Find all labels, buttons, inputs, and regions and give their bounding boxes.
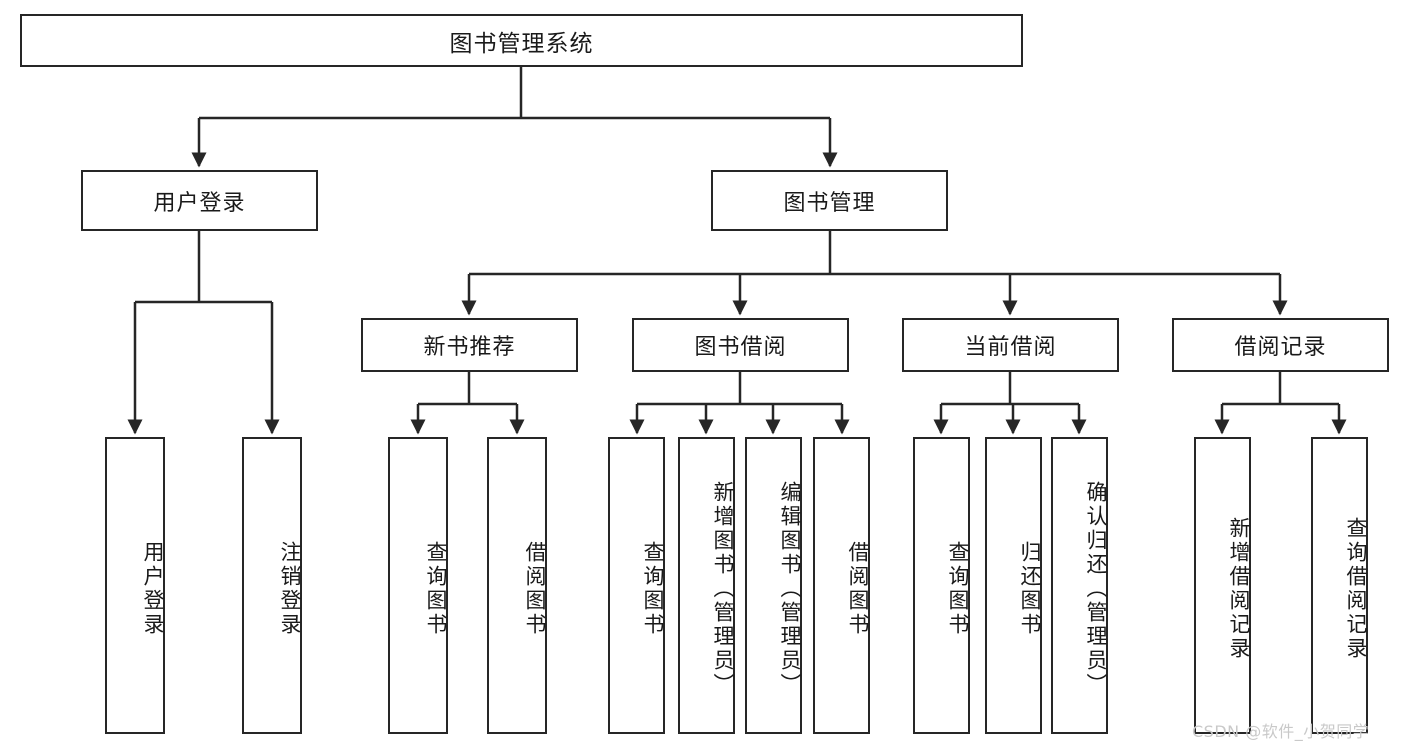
csdn-watermark: CSDN @软件_小贺同学 [1192,722,1370,741]
node-label: 新增借阅记录 [1227,516,1251,661]
node-level2-0[interactable]: 用户登录 [81,170,318,231]
node-label: 确认归还（管理员） [1084,480,1108,697]
node-label: 借阅记录 [1234,335,1327,360]
node-label: 图书管理 [783,190,876,216]
node-label: 当前借阅 [964,335,1057,360]
node-leaf-3[interactable]: 借阅图书 [487,437,547,734]
node-label: 查询图书 [641,540,665,637]
node-level3-2[interactable]: 当前借阅 [902,318,1119,372]
node-label: 图书管理系统 [449,30,594,57]
node-level3-1[interactable]: 图书借阅 [632,318,849,372]
node-label: 新增图书（管理员） [711,480,735,697]
node-label: 用户登录 [141,540,165,637]
node-root-book-management-system[interactable]: 图书管理系统 [20,14,1023,67]
node-leaf-11[interactable]: 新增借阅记录 [1194,437,1251,734]
node-label: 新书推荐 [423,335,516,360]
node-leaf-6[interactable]: 编辑图书（管理员） [745,437,802,734]
node-leaf-5[interactable]: 新增图书（管理员） [678,437,735,734]
node-leaf-8[interactable]: 查询图书 [913,437,970,734]
node-label: 归还图书 [1018,540,1042,637]
node-label: 查询借阅记录 [1344,516,1368,661]
node-leaf-1[interactable]: 注销登录 [242,437,302,734]
node-label: 借阅图书 [846,540,870,637]
node-label: 注销登录 [278,540,302,637]
node-level2-1[interactable]: 图书管理 [711,170,948,231]
node-leaf-2[interactable]: 查询图书 [388,437,448,734]
node-leaf-9[interactable]: 归还图书 [985,437,1042,734]
node-leaf-10[interactable]: 确认归还（管理员） [1051,437,1108,734]
node-label: 借阅图书 [523,540,547,637]
node-level3-0[interactable]: 新书推荐 [361,318,578,372]
node-leaf-12[interactable]: 查询借阅记录 [1311,437,1368,734]
node-level3-3[interactable]: 借阅记录 [1172,318,1389,372]
node-leaf-4[interactable]: 查询图书 [608,437,665,734]
node-label: 用户登录 [153,190,246,216]
node-label: 图书借阅 [694,335,787,360]
node-label: 查询图书 [424,540,448,637]
node-label: 查询图书 [946,540,970,637]
node-leaf-7[interactable]: 借阅图书 [813,437,870,734]
node-leaf-0[interactable]: 用户登录 [105,437,165,734]
node-label: 编辑图书（管理员） [778,480,802,697]
